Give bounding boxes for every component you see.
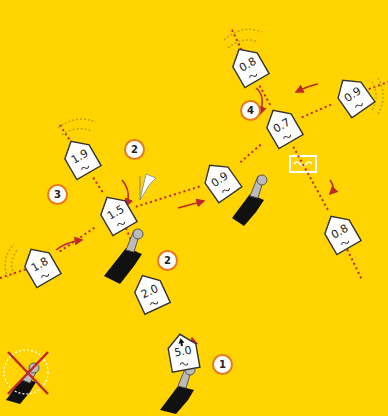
beacon-display: 2.0 [126,267,174,318]
beacon-display: 1.9 [55,131,104,183]
search-line [302,104,333,117]
search-line [293,147,328,212]
beacon-display: 5.0 [163,329,203,374]
callout-number: 4 [240,100,261,121]
search-line [93,178,102,193]
beacon-display: 0.9 [328,69,379,121]
callout-number: 2 [157,250,178,271]
callout-number: 1 [212,354,233,375]
callout-number: 2 [124,139,145,160]
beacon-display: 1.5 [91,187,140,239]
beacon-display: 0.9 [195,154,246,206]
search-line [240,143,262,162]
beacon-display: 0.7 [257,100,306,152]
search-line [136,186,200,206]
callout-number: 3 [47,184,68,205]
beacon-display: 1.8 [15,239,64,291]
beacon-display: 0.8 [315,206,364,258]
search-line [60,227,96,252]
search-line [260,86,271,106]
beacon-display: 0.8 [223,39,272,91]
